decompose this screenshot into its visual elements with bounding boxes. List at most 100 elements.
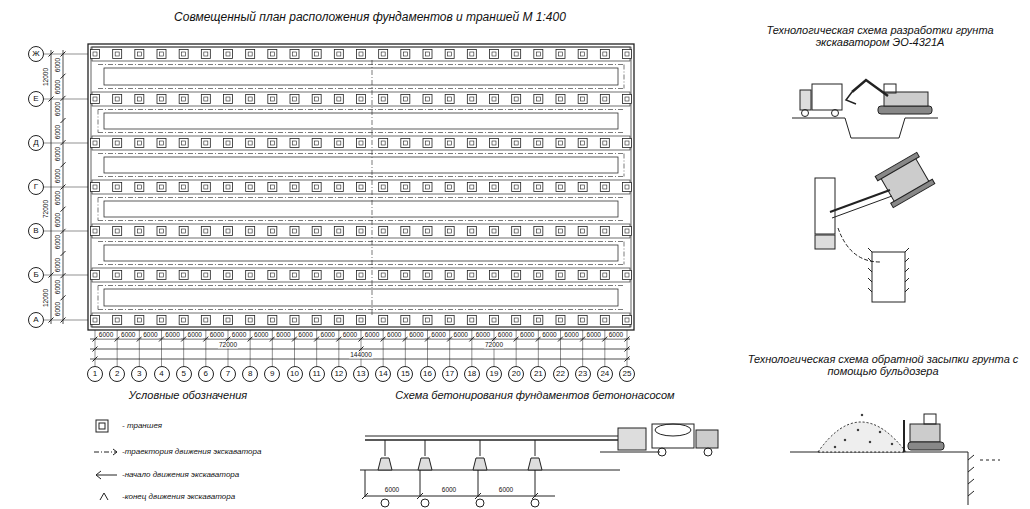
axis-line: [405, 330, 406, 366]
axis-mark: 19: [490, 370, 499, 378]
axis-bubble: 4: [154, 366, 170, 382]
dimension-tick: [536, 337, 541, 342]
dimension-tick: [61, 162, 66, 167]
backfill-scheme: [968, 467, 974, 472]
dimension-text: 6000: [187, 331, 203, 338]
dimension-text: 6000: [54, 190, 61, 206]
foundation: [290, 271, 299, 280]
concreting-scheme: [420, 470, 421, 497]
foundation: [315, 229, 319, 233]
axis-mark: Д: [33, 139, 38, 147]
dimension-text: 6000: [164, 331, 180, 338]
foundation: [600, 316, 609, 325]
foundation: [534, 227, 543, 236]
axis-mark: 13: [357, 370, 366, 378]
foundation: [93, 97, 97, 101]
concreting-scheme: [365, 496, 555, 497]
foundation: [423, 95, 432, 104]
axis-mark: 16: [423, 370, 432, 378]
dimension-text: 6000: [209, 331, 225, 338]
dimension-text: 72000: [42, 199, 49, 219]
excavator-plan-view: [905, 258, 909, 262]
concreting-scheme: [704, 448, 712, 456]
foundation: [534, 50, 543, 59]
foundation: [448, 273, 452, 277]
excavator-path: [98, 286, 99, 310]
section-heading: Технологическая схема обратной засыпки г…: [742, 353, 1024, 377]
foundation: [403, 273, 407, 277]
foundation: [600, 227, 609, 236]
foundation: [224, 271, 233, 280]
foundation: [93, 273, 97, 277]
foundation: [182, 229, 186, 233]
foundation: [160, 185, 164, 189]
foundation: [426, 185, 430, 189]
dimension-tick: [181, 337, 186, 342]
dimension-tick: [359, 337, 364, 342]
foundation: [490, 95, 499, 104]
foundation: [248, 318, 252, 322]
concreting-scheme: [532, 493, 538, 499]
foundation: [512, 316, 521, 325]
foundation: [359, 318, 363, 322]
foundation: [490, 227, 499, 236]
foundation: [93, 52, 97, 56]
foundation: [381, 273, 385, 277]
foundation: [293, 273, 297, 277]
foundation: [226, 318, 230, 322]
foundation: [514, 273, 518, 277]
foundation: [600, 50, 609, 59]
foundation: [578, 50, 587, 59]
backfill-scheme: [844, 439, 846, 441]
foundation: [270, 185, 274, 189]
foundation: [445, 271, 454, 280]
foundation: [334, 50, 343, 59]
axis-line: [383, 330, 384, 366]
foundation: [559, 97, 563, 101]
foundation: [467, 139, 476, 148]
foundation: [445, 50, 454, 59]
foundation: [379, 271, 388, 280]
foundation: [559, 52, 563, 56]
foundation: [401, 183, 410, 192]
axis-mark: 14: [379, 370, 388, 378]
foundation: [512, 271, 521, 280]
foundation: [290, 50, 299, 59]
axis-bubble: 11: [309, 366, 325, 382]
axis-bubble: Г: [28, 179, 44, 195]
foundation: [623, 50, 632, 59]
foundation: [337, 52, 341, 56]
foundation: [270, 97, 274, 101]
dimension-text: 6000: [364, 331, 380, 338]
axis-bubble: 13: [353, 366, 369, 382]
excavator-side-view: [884, 84, 896, 93]
foundation: [137, 185, 141, 189]
foundation: [559, 318, 563, 322]
concreting-scheme: [418, 458, 432, 470]
dimension-tick: [625, 347, 630, 352]
axis-bubble: 21: [530, 366, 546, 382]
foundation: [293, 318, 297, 322]
axis-mark: 25: [623, 370, 632, 378]
foundation: [359, 273, 363, 277]
foundation: [293, 97, 297, 101]
excavator-plan-view: [872, 252, 905, 302]
dimension-tick: [61, 295, 66, 300]
foundation: [403, 52, 407, 56]
trench: [92, 224, 630, 238]
concreting-scheme: [365, 439, 620, 441]
foundation: [246, 50, 255, 59]
axis-mark: А: [33, 316, 38, 324]
foundation: [182, 318, 186, 322]
axis-bubble: 22: [553, 366, 569, 382]
foundation: [603, 141, 607, 145]
foundation: [625, 97, 629, 101]
foundation: [603, 273, 607, 277]
foundation: [268, 316, 277, 325]
dimension-text: 6000: [54, 79, 61, 95]
foundation: [135, 50, 144, 59]
legend-text: -траектория движения экскаватора: [121, 448, 262, 457]
dimension-line: [90, 359, 630, 360]
axis-mark: Г: [34, 183, 38, 191]
axis-bubble: 8: [242, 366, 258, 382]
